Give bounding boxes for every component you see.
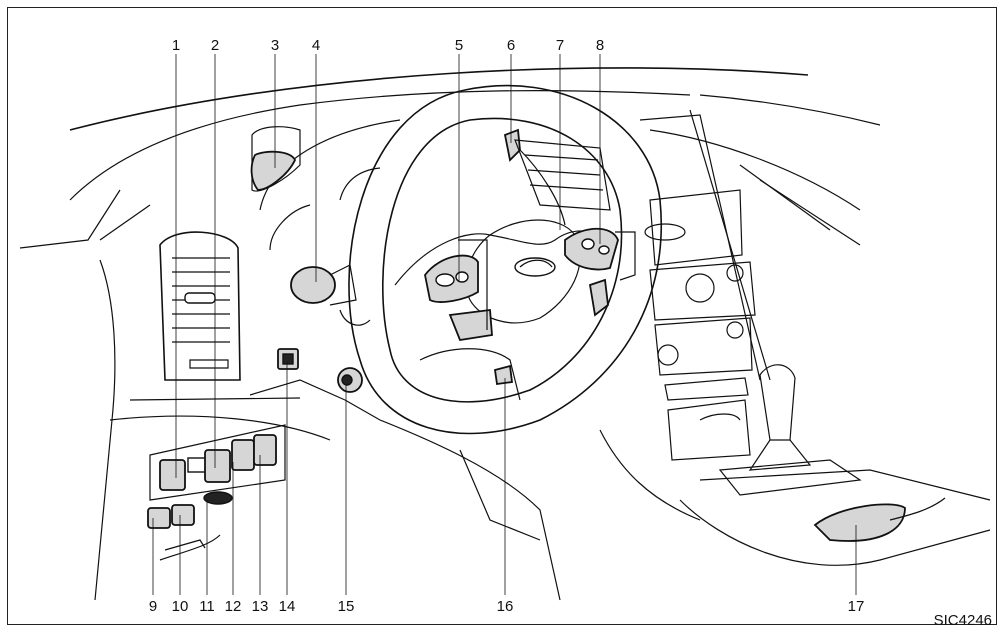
callout-3: 3 (271, 37, 279, 54)
callout-4: 4 (312, 37, 320, 54)
dash-upper-edge (69, 90, 691, 201)
callout-13: 13 (252, 598, 269, 615)
callout-2: 2 (211, 37, 219, 54)
callout-9: 9 (149, 598, 157, 615)
callout-8: 8 (596, 37, 604, 54)
callout-11: 11 (199, 598, 215, 615)
figure-frame (7, 7, 997, 625)
right-steering-switches (564, 227, 636, 317)
left-steering-switches (424, 239, 493, 341)
dash-top-line (69, 67, 809, 131)
callout-12: 12 (225, 598, 242, 615)
dash-side-part-3 (250, 150, 297, 191)
callout-6: 6 (507, 37, 515, 54)
turn-signal-stalk (290, 264, 371, 326)
steering-wheel (348, 84, 662, 435)
callout-17: 17 (848, 598, 865, 615)
callout-labels: 1 2 3 4 5 6 7 8 9 10 11 12 13 14 15 16 1… (149, 37, 865, 615)
callout-7: 7 (556, 37, 564, 54)
center-stack (639, 109, 771, 461)
console-lid-17 (813, 503, 906, 542)
callout-16: 16 (497, 598, 514, 615)
callout-1: 1 (172, 37, 180, 54)
leader-lines (152, 54, 857, 595)
a-pillar (99, 204, 151, 241)
figure-code: SIC4246 (933, 612, 992, 629)
callout-15: 15 (338, 598, 355, 615)
callout-5: 5 (455, 37, 463, 54)
lever-16 (493, 364, 514, 386)
switch-panel (147, 424, 286, 561)
gear-shifter (718, 364, 862, 496)
callout-10: 10 (172, 598, 189, 615)
paddle-part-6 (503, 128, 521, 162)
callout-14: 14 (279, 598, 296, 615)
side-air-vent (159, 231, 241, 381)
